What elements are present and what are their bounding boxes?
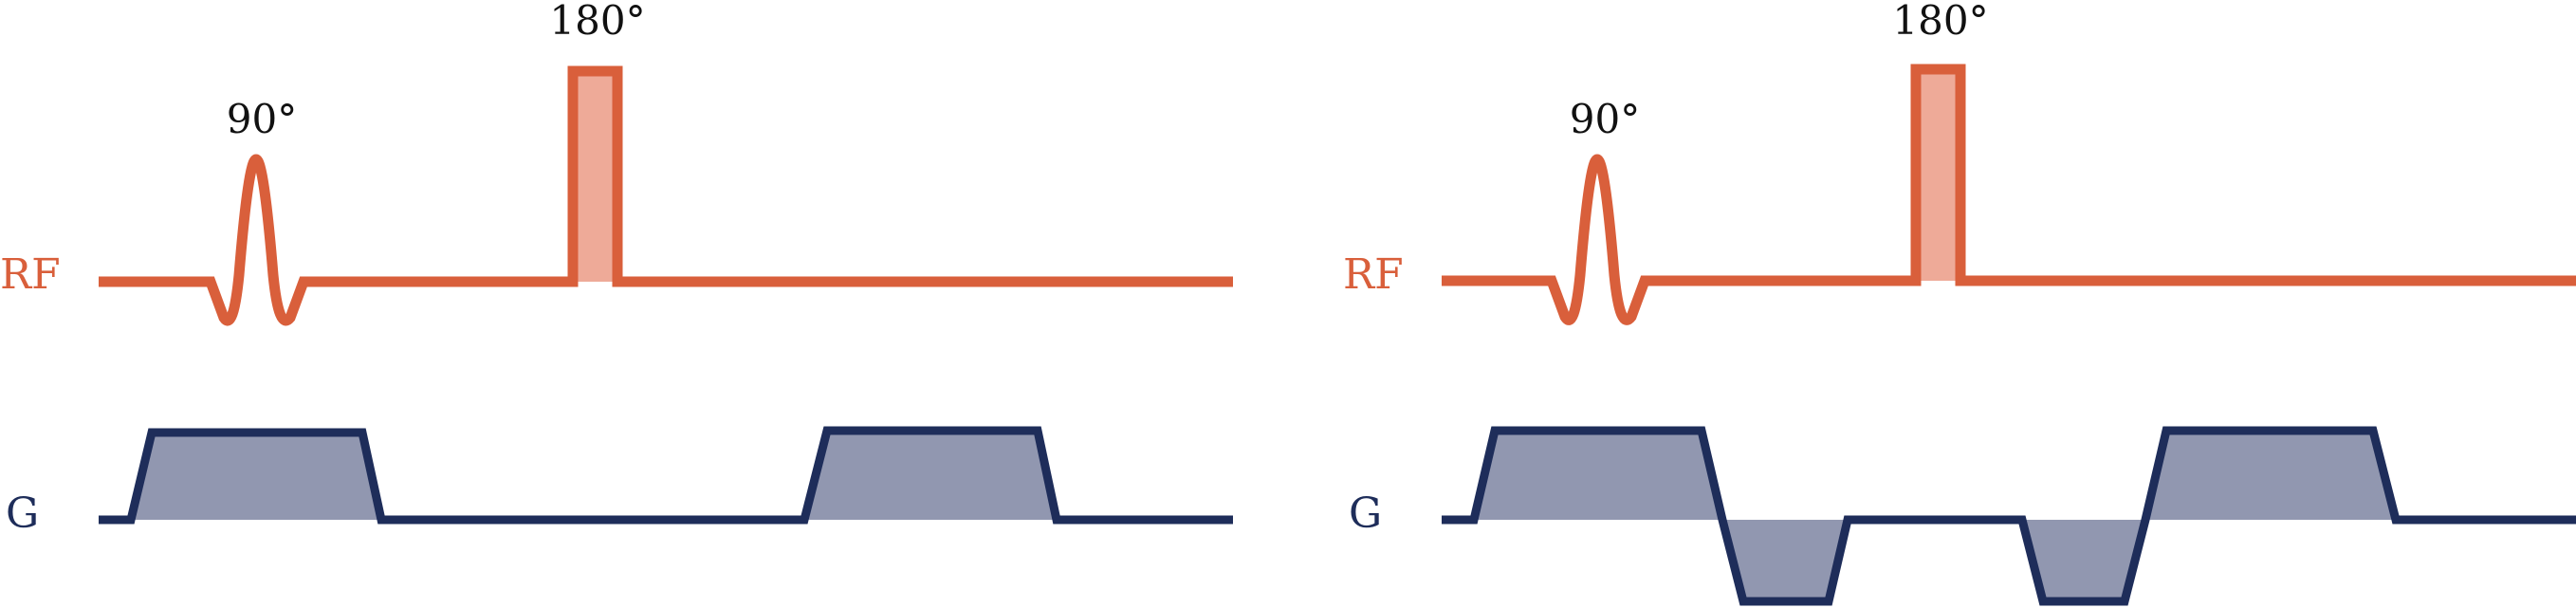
gradient-negative-lobe-1-fill <box>1722 520 1848 601</box>
panel-right: RF G 90° 180° <box>1343 0 2576 606</box>
rf-waveform <box>99 65 1233 326</box>
gradient-lobe-1-fill <box>131 433 381 520</box>
gradient-waveform <box>99 426 1233 525</box>
g-axis-label: G <box>6 489 39 538</box>
rf-axis-label: RF <box>1343 250 1404 299</box>
gradient-lobe-2-fill <box>2145 431 2396 520</box>
pulse-180-label: 180° <box>1892 0 1988 44</box>
rf-waveform <box>1442 64 2576 325</box>
rf-180-pulse-fill <box>1916 69 1960 281</box>
gradient-lobe-1-fill <box>1474 431 1722 520</box>
pulse-180-label: 180° <box>549 0 645 44</box>
gradient-negative-lobe-2-fill <box>2022 520 2145 601</box>
panel-left: RF G 90° 180° <box>0 0 1233 538</box>
pulse-90-label: 90° <box>227 96 297 142</box>
rf-axis-label: RF <box>0 250 61 299</box>
rf-180-pulse-fill <box>573 71 617 282</box>
gradient-waveform <box>1442 426 2576 606</box>
g-axis-label: G <box>1349 489 1382 538</box>
pulse-90-label: 90° <box>1570 96 1640 142</box>
gradient-lobe-2-fill <box>804 431 1057 520</box>
